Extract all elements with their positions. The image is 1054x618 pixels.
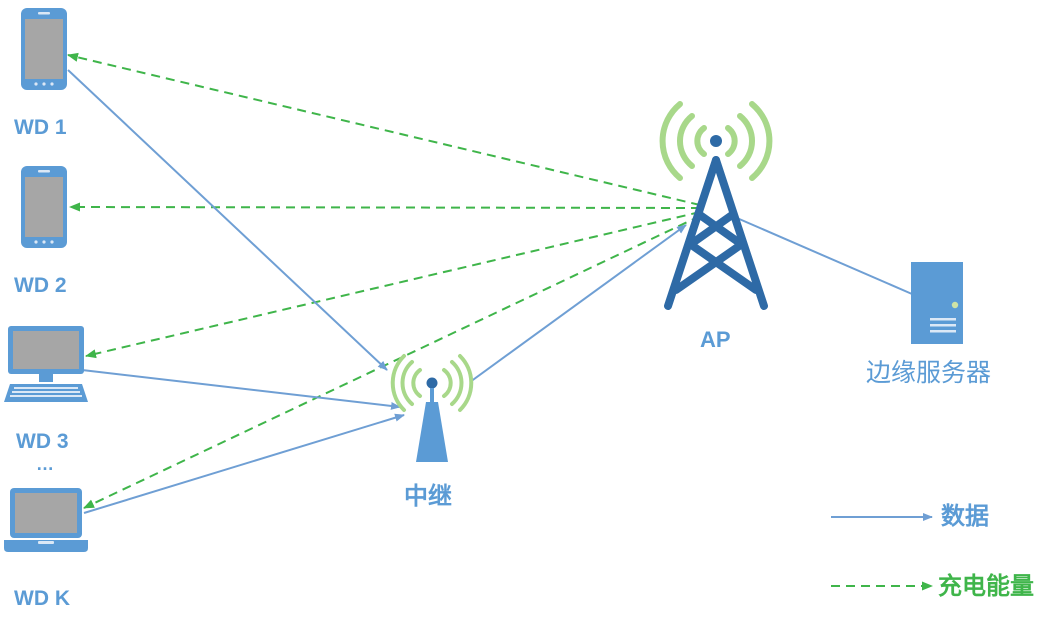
- data-links: [67, 69, 913, 514]
- relay-label: 中继: [404, 482, 452, 510]
- legend: [831, 513, 933, 591]
- data-link-ap-server: [729, 214, 913, 295]
- data-link-wd3-relay: [81, 369, 401, 410]
- server-label: 边缘服务器: [866, 358, 992, 387]
- energy-link-wd1: [67, 52, 701, 206]
- energy-link-wd2: [69, 202, 701, 212]
- desktop-computer-icon: [4, 326, 88, 402]
- server-icon: [911, 262, 963, 344]
- data-link-wd1-relay: [67, 69, 388, 371]
- energy-link-wd3: [85, 211, 701, 359]
- device-label-wdk: WD K: [14, 587, 70, 610]
- data-link-relay-ap: [469, 224, 687, 383]
- cell-tower-icon: [659, 101, 773, 310]
- device-label-wd1: WD 1: [14, 116, 67, 139]
- device-label-wd2: WD 2: [14, 274, 67, 297]
- laptop-icon: [4, 488, 88, 552]
- energy-link-wdk: [83, 215, 701, 509]
- ellipsis-label: …: [36, 454, 54, 474]
- energy-links: [67, 52, 701, 509]
- legend-energy-label: 充电能量: [938, 572, 1034, 600]
- ap-label: AP: [700, 327, 731, 352]
- legend-data-label: 数据: [941, 502, 989, 530]
- device-label-wd3: WD 3: [16, 430, 69, 453]
- phone-icon: [21, 8, 67, 90]
- data-link-wdk-relay: [83, 413, 405, 514]
- phone-icon: [21, 166, 67, 248]
- relay-antenna-icon: [390, 354, 474, 462]
